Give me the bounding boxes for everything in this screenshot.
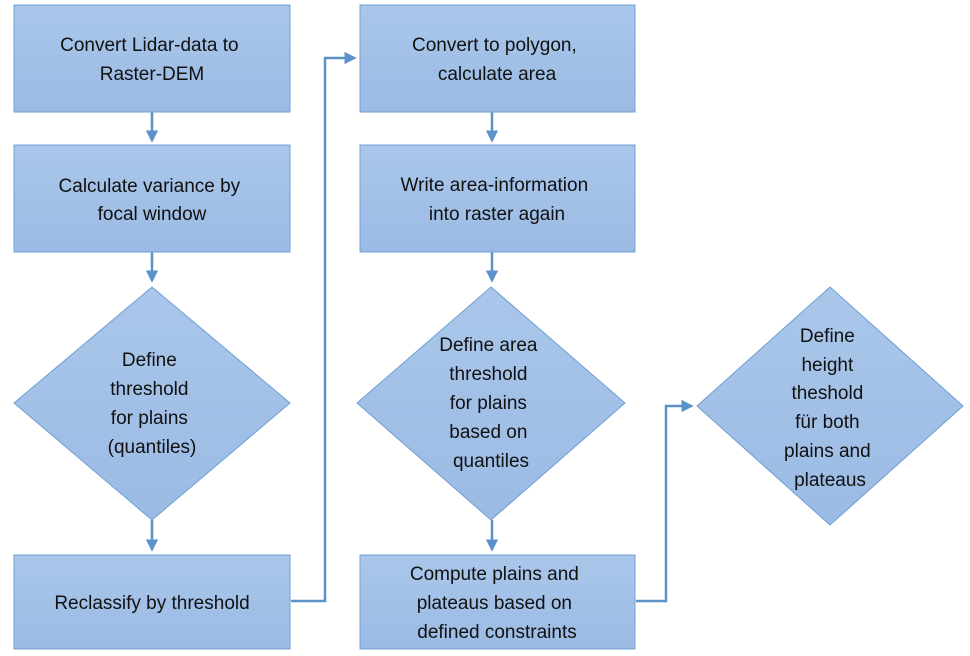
box-convert-polygon-shape <box>359 4 636 113</box>
box-compute-plains-label: Compute plains and plateaus based on def… <box>410 564 584 643</box>
box-convert-polygon-label: Convert to polygon, calculate area <box>412 35 582 85</box>
box-calc-variance: Calculate variance by focal window <box>13 144 291 253</box>
diamond-define-threshold-shape <box>13 286 291 521</box>
connectors <box>145 51 694 603</box>
diamond-define-height-shape <box>696 286 964 526</box>
box-reclassify: Reclassify by threshold <box>13 554 291 650</box>
diamond-define-threshold-label: Define threshold for plains (quantiles) <box>108 350 197 458</box>
arrow-compute-to-height <box>636 399 694 603</box>
arrow-reclassify-to-polygon <box>291 51 357 603</box>
box-reclassify-shape <box>13 554 291 650</box>
box-compute-plains: Compute plains and plateaus based on def… <box>359 554 636 650</box>
box-calc-variance-label: Calculate variance by focal window <box>59 176 246 225</box>
box-convert-lidar: Convert Lidar-data to Raster-DEM <box>13 4 291 113</box>
diamond-define-threshold: Define threshold for plains (quantiles) <box>13 286 291 521</box>
diamond-define-area-threshold-label: Define area threshold for plains based o… <box>439 335 543 472</box>
diamond-define-area-threshold-shape <box>356 286 626 521</box>
diamond-define-area-threshold: Define area threshold for plains based o… <box>356 286 626 521</box>
box-convert-lidar-label: Convert Lidar-data to Raster-DEM <box>60 35 244 85</box>
box-convert-polygon: Convert to polygon, calculate area <box>359 4 636 113</box>
box-convert-lidar-shape <box>13 4 291 113</box>
box-compute-plains-shape <box>359 554 636 650</box>
diamond-define-height: Define height theshold für both plains a… <box>696 286 964 526</box>
box-write-area: Write area-information into raster again <box>359 144 636 253</box>
box-calc-variance-shape <box>13 144 291 253</box>
box-write-area-shape <box>359 144 636 253</box>
box-write-area-label: Write area-information into raster again <box>401 175 594 225</box>
diamond-define-height-label: Define height theshold für both plains a… <box>784 326 876 491</box>
box-reclassify-label: Reclassify by threshold <box>54 593 249 614</box>
